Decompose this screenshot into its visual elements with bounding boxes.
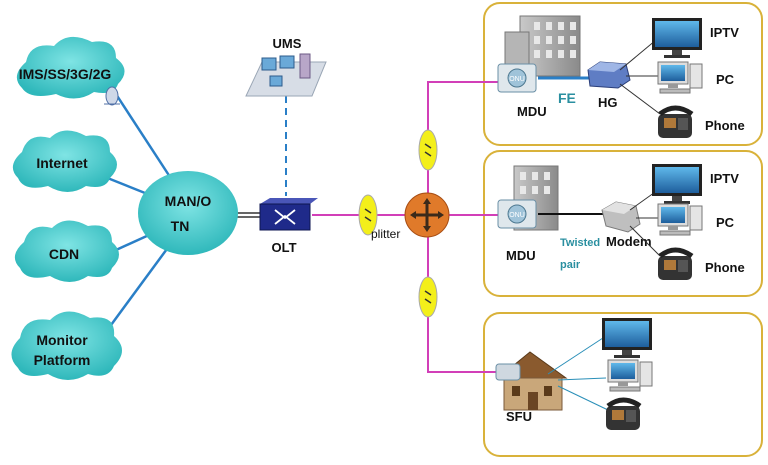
cloud-ims-label: IMS/SS/3G/2G [19,66,112,82]
cloud-ims: IMS/SS/3G/2G [16,36,125,106]
sfu-label: SFU [506,409,532,424]
cloud-internet-label: Internet [36,155,88,171]
box2-phone-label: Phone [705,260,745,275]
twisted-label-2: pair [560,259,581,271]
cloud-monitor: Monitor Platform [11,311,122,380]
hg-device [587,61,631,89]
box3-content: SFU [495,318,653,430]
box1-pc-label: PC [716,72,735,87]
fiber-marker-3 [418,276,438,318]
man-otn-node: MAN/O TN [138,171,238,255]
sfu-house [495,351,568,411]
ums-node: UMS [245,36,327,97]
box2-iptv-label: IPTV [710,171,739,186]
box1-phone-label: Phone [705,118,745,133]
olt-label: OLT [271,240,296,255]
cloud-monitor-label-2: Platform [34,352,91,368]
box2-content: MDU Twisted pair Modem IPTV PC Phone [497,164,745,280]
mdu-building-1 [497,15,581,93]
fe-label: FE [558,90,576,106]
link-ims-man [108,84,174,181]
box2-pc-label: PC [716,215,735,230]
ums-label: UMS [273,36,302,51]
splitter-label: plitter [371,227,400,241]
man-label-1: MAN/O [165,193,212,209]
man-label-2: TN [171,218,190,234]
satellite-icon [104,86,120,106]
box1-mdu-label: MDU [517,104,547,119]
cloud-cdn-label: CDN [49,246,79,262]
cloud-internet: Internet [12,130,117,192]
cloud-cdn: CDN [14,220,119,282]
link-monitor-man [98,237,177,341]
modem-label: Modem [606,234,652,249]
cloud-monitor-label-1: Monitor [36,332,88,348]
mdu-building-2 [497,165,559,231]
fiber-marker-2 [418,129,438,171]
box2-mdu-label: MDU [506,248,536,263]
hg-label: HG [598,95,618,110]
splitter-node: plitter [371,192,450,241]
twisted-label-1: Twisted [560,237,600,249]
olt-node: OLT [259,198,318,255]
box1-iptv-label: IPTV [710,25,739,40]
box1-content: MDU FE HG IPTV PC Phone [497,15,745,138]
